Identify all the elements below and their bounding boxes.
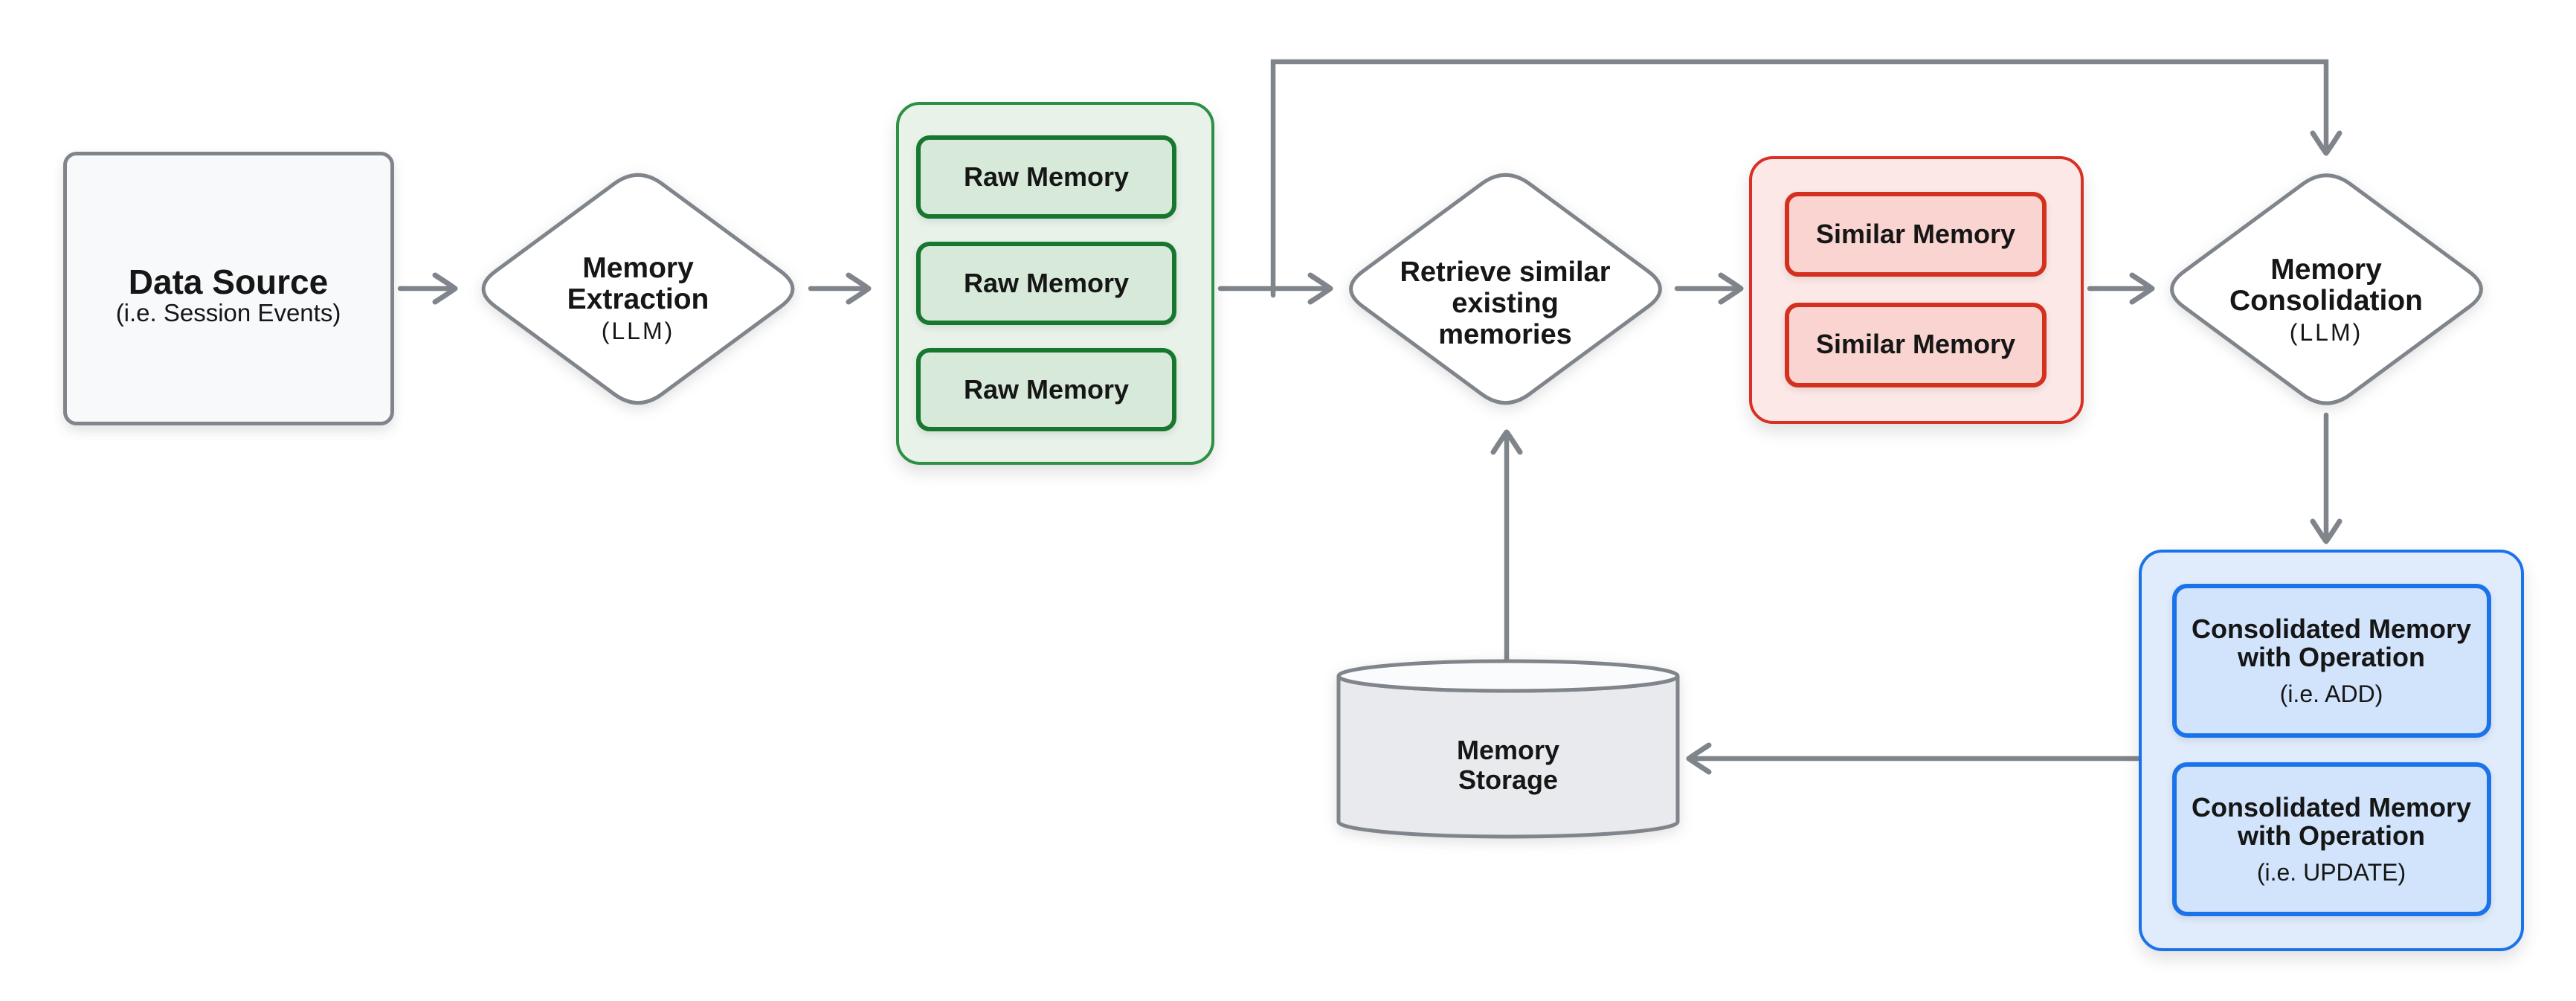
consolidated-add-line1: Consolidated Memory	[2191, 614, 2472, 644]
memory-consolidation-diamond	[2170, 173, 2483, 405]
memory-extraction-diamond	[481, 173, 795, 405]
similar-memory-item-1	[1785, 192, 2047, 277]
memory-storage-line2: Storage	[1458, 765, 1559, 795]
raw-memory-item-3	[916, 348, 1176, 431]
raw-memory-item-2	[916, 242, 1176, 325]
memory-consolidation-title-line1: Memory	[2270, 254, 2382, 286]
retrieve-line2: existing	[1452, 288, 1559, 319]
consolidated-update-line2: with Operation	[2238, 820, 2425, 851]
consolidated-update-line1: Consolidated Memory	[2191, 792, 2472, 823]
retrieve-line1: Retrieve similar	[1400, 257, 1611, 288]
raw-memory-label-3: Raw Memory	[963, 374, 1130, 405]
memory-consolidation-title-line2: Consolidation	[2229, 285, 2423, 317]
memory-storage-label: Memory Storage	[1457, 736, 1559, 795]
consolidated-add-subtitle: (i.e. ADD)	[2279, 680, 2383, 707]
memory-consolidation-subtitle: (LLM)	[2289, 319, 2363, 346]
raw-memory-label-2: Raw Memory	[963, 268, 1130, 298]
retrieve-memories-label: Retrieve similar existing memories	[1400, 257, 1610, 350]
memory-storage-line1: Memory	[1456, 735, 1560, 765]
consolidated-memory-update-label: Consolidated Memory with Operation (i.e.…	[2191, 792, 2472, 886]
memory-consolidation-label: Memory Consolidation (LLM)	[2229, 254, 2423, 348]
data-source-subtitle: (i.e. Session Events)	[115, 299, 341, 326]
data-source-title: Data Source	[128, 263, 329, 301]
memory-extraction-title-line1: Memory	[582, 252, 694, 284]
feedback-connector-rawmemory-to-consolidation	[1270, 59, 2342, 298]
memory-extraction-subtitle: (LLM)	[601, 318, 675, 344]
raw-memory-label-1: Raw Memory	[963, 161, 1130, 192]
similar-memory-label-1: Similar Memory	[1815, 219, 2016, 249]
memory-extraction-label: Memory Extraction (LLM)	[567, 253, 709, 347]
consolidated-update-subtitle: (i.e. UPDATE)	[2256, 859, 2406, 886]
consolidated-add-line2: with Operation	[2238, 642, 2425, 672]
raw-memory-item-1	[916, 135, 1176, 219]
cylinder-top	[1336, 659, 1680, 693]
data-source-node	[63, 152, 394, 425]
memory-storage-cylinder	[1336, 659, 1680, 839]
consolidated-memory-item-add	[2172, 584, 2491, 738]
memory-extraction-title-line2: Extraction	[567, 283, 709, 315]
similar-memory-label-2: Similar Memory	[1815, 329, 2016, 359]
consolidated-memory-item-update	[2172, 762, 2491, 916]
retrieve-memories-diamond	[1349, 173, 1662, 405]
similar-memory-item-2	[1785, 303, 2047, 387]
retrieve-line3: memories	[1438, 319, 1572, 350]
data-source-label: Data Source (i.e. Session Events)	[116, 264, 341, 326]
consolidated-memory-add-label: Consolidated Memory with Operation (i.e.…	[2191, 614, 2472, 707]
